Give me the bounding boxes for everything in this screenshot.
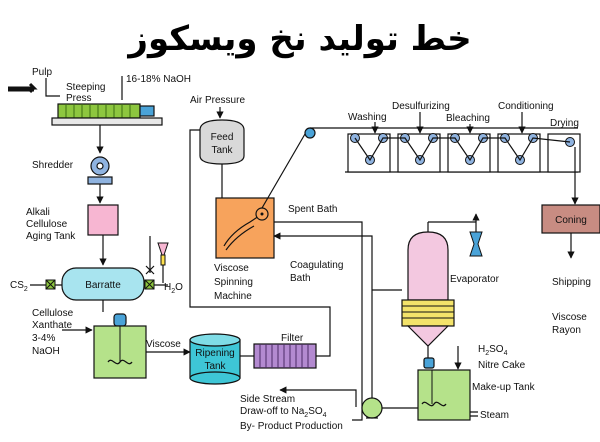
spinning-label-2: Spinning: [214, 277, 253, 288]
diagram-title: خط تولید نخ ویسکوز: [126, 19, 471, 59]
makeup-impeller-icon: [421, 401, 447, 407]
coning-label: Coning: [555, 215, 587, 226]
shipping-label: Shipping: [552, 277, 591, 288]
ripening-label-1: Ripening: [195, 348, 234, 359]
press-motor-icon: [139, 105, 155, 117]
naoh-16-label: 16-18% NaOH: [126, 74, 191, 85]
viscose-flow-label: Viscose: [146, 339, 181, 350]
h2so4-label: H2SO4: [478, 344, 508, 357]
conditioning-label: Conditioning: [498, 101, 554, 112]
xanthate-mixer: [93, 313, 147, 379]
alkali-aging-tank: [87, 204, 119, 236]
shredder-label: Shredder: [32, 160, 74, 171]
nitre-cake-label: Nitre Cake: [478, 360, 526, 371]
cs2-valve-icon: [45, 279, 56, 290]
spinning-label-1: Viscose: [214, 263, 249, 274]
side-stream-label-2: Draw-off to Na2SO4: [240, 406, 327, 419]
recirculation-pump-icon: [361, 397, 383, 419]
xanthate-label-3: 3-4%: [32, 333, 55, 344]
pulp-input-arrow: [8, 82, 38, 94]
evaporator-vessel: [401, 222, 455, 347]
alkali-label-2: Cellulose: [26, 219, 68, 230]
mixer-impeller-icon: [107, 359, 133, 365]
spent-bath-label: Spent Bath: [288, 204, 337, 215]
evaporator-vacuum-icon: [469, 213, 483, 257]
side-stream-label-1: Side Stream: [240, 394, 295, 405]
shredder-icon: [87, 156, 113, 185]
h2o-valve-icon: [144, 279, 155, 290]
desulfurizing-label: Desulfurizing: [392, 101, 450, 112]
ripening-label-2: Tank: [204, 361, 226, 372]
steam-label: Steam: [480, 410, 509, 421]
xanthate-label-2: Xanthate: [32, 320, 72, 331]
rayon-label-1: Viscose: [552, 312, 587, 323]
coagulating-label-1: Coagulating: [290, 260, 343, 271]
filter-unit: [253, 343, 317, 369]
coagulating-label-2: Bath: [290, 273, 311, 284]
alkali-label-1: Alkali: [26, 207, 50, 218]
spinning-machine: [215, 197, 275, 259]
mixer-motor-icon: [113, 313, 127, 327]
rayon-label-2: Rayon: [552, 325, 581, 336]
washing-label: Washing: [348, 112, 387, 123]
steeping-press: [51, 103, 163, 126]
spinning-label-3: Machine: [214, 291, 252, 302]
ripening-tank: [189, 333, 241, 385]
barratte-label: Barratte: [85, 280, 121, 291]
steeping-press-label-1: Steeping: [66, 82, 105, 93]
air-pressure-label: Air Pressure: [190, 95, 245, 106]
cs2-label: CS2: [10, 280, 28, 293]
side-stream-label-3: By- Product Production: [240, 421, 343, 432]
drying-label: Drying: [550, 118, 579, 129]
alkali-label-3: Aging Tank: [26, 231, 76, 242]
makeup-label: Make-up Tank: [472, 382, 536, 393]
h2o-label: H2O: [164, 282, 183, 295]
steeping-press-body: [57, 103, 141, 119]
feed-tank: [199, 119, 245, 165]
xanthate-label-4: NaOH: [32, 346, 60, 357]
heat-exchanger-icon: [401, 299, 455, 327]
feed-label-2: Tank: [211, 145, 233, 156]
bleaching-label: Bleaching: [446, 113, 490, 124]
pulp-label: Pulp: [32, 67, 52, 78]
h2o-feed-icon: [157, 242, 169, 266]
makeup-motor-icon: [423, 357, 435, 369]
evaporator-label: Evaporator: [450, 274, 500, 285]
filter-label: Filter: [281, 333, 304, 344]
steeping-press-label-2: Press: [66, 93, 92, 104]
xanthate-label-1: Cellulose: [32, 308, 74, 319]
makeup-tank: [417, 357, 471, 421]
feed-label-1: Feed: [211, 132, 234, 143]
